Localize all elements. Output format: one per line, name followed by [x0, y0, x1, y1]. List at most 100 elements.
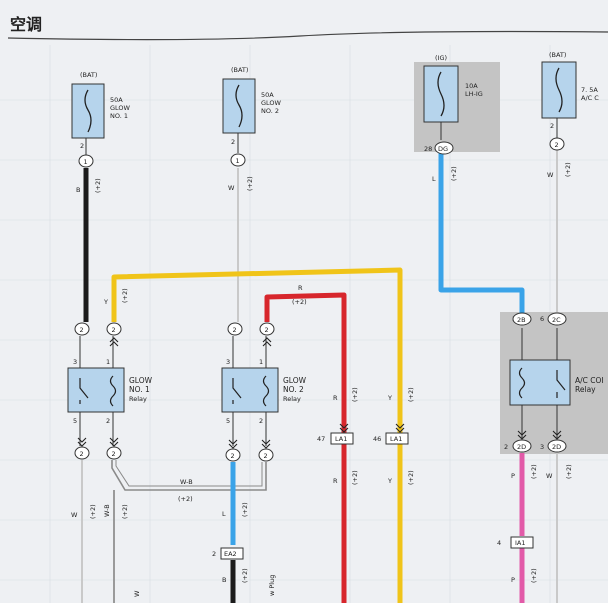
connector-label: 2 [112, 326, 116, 334]
connector-label: IA1 [515, 539, 526, 547]
wire-r1-wb2 [115, 460, 263, 487]
fuse-pin: 2 [231, 138, 235, 146]
wire-condition-label: (+2) [351, 387, 359, 402]
fuse-ac-bat: (BAT) 7. 5A A/C C 2 2 [541, 51, 599, 151]
relay-switch-icon [556, 370, 566, 398]
page-title: 空调 [10, 15, 42, 34]
wire-color-label: P [511, 576, 515, 584]
fuse-source: (BAT) [231, 66, 248, 74]
connector-label: 2D [552, 443, 561, 451]
wire-color-label: L [432, 175, 436, 183]
connector-ac-bot-r [547, 439, 567, 453]
relay-name: A/C COI [575, 376, 604, 385]
wire-r1-wb [111, 460, 267, 491]
connector-la1-red [330, 432, 354, 445]
wire-color-label: W [228, 184, 235, 192]
relay-glow-no1: GLOW NO. 1 Relay 3 1 5 2 [67, 358, 153, 425]
wire-condition-label: (+2) [407, 387, 415, 402]
connector-pin: 4 [497, 539, 501, 547]
fuse-pin: 2 [80, 142, 84, 150]
relay-pin: 5 [226, 417, 230, 425]
connector-ia1 [510, 536, 534, 549]
wire-color-label: B [76, 186, 80, 194]
connector-label: EA2 [224, 550, 237, 558]
connector-label: 2 [265, 326, 269, 334]
wire-color-label: Y [387, 477, 392, 485]
wire-color-label: P [511, 472, 515, 480]
fuse-element-icon [84, 89, 92, 133]
connector-label: 2B [517, 316, 526, 324]
chevron-down-icon [261, 439, 271, 449]
wire-color-label: R [333, 394, 338, 402]
fuse-pin: 28 [424, 145, 432, 153]
fuse-glow-no1: (BAT) 50A GLOW NO. 1 2 1 [71, 71, 131, 168]
connector-label: 2 [233, 326, 237, 334]
wire-color-label: R [333, 477, 338, 485]
connector-pin: 47 [317, 435, 325, 443]
relay-pin: 3 [73, 358, 77, 366]
connector-label: 2C [552, 316, 561, 324]
wire-condition-label: (+2) [565, 464, 573, 479]
wire-color-label: W [71, 511, 78, 519]
chevron-down-icon [228, 439, 238, 449]
relay-switch-icon [232, 378, 242, 404]
chevron-down-icon [395, 423, 405, 433]
relay-ac-coil: A/C COI Relay 1 6 2 3 [504, 315, 604, 451]
fuse-pin: 2 [550, 122, 554, 130]
wire-color-label: Y [103, 298, 108, 306]
fuse-number: NO. 2 [261, 107, 279, 115]
relay-type: Relay [575, 385, 596, 394]
fuse-connector [230, 153, 246, 167]
relay-pin: 2 [504, 443, 508, 451]
wire-red-r [264, 292, 347, 603]
fuse-source: (IG) [435, 54, 447, 62]
relay-number: NO. 2 [283, 385, 304, 394]
connector-ac-top-r [547, 312, 567, 326]
wire-condition-label: (+2) [530, 568, 538, 583]
wire-labels: B (+2) Y (+2) W (+2) L (+2) W (+2) R (+2… [71, 162, 573, 597]
wire-color-label: L [222, 510, 226, 518]
connectors: 2 2 2 2 2 2 2 2 2B 2C 2D 2D 47 LA1 46 LA… [74, 312, 567, 560]
fuse-connector-label: 1 [84, 158, 88, 166]
relay-pin: 3 [226, 358, 230, 366]
fuse-rating: 7. 5A [581, 86, 598, 94]
connector-label: 2 [80, 450, 84, 458]
wire-yellow-y [111, 267, 403, 603]
connector-label: LA1 [335, 435, 347, 443]
chevron-down-icon [339, 423, 349, 433]
wire-condition-label: (+2) [292, 298, 307, 306]
connector-r1-bot-r [106, 446, 122, 460]
wire-color-label: W [133, 590, 141, 597]
fuse-rating: 50A [261, 91, 274, 99]
relay-type: Relay [283, 395, 301, 403]
wire-condition-label: (+2) [89, 504, 97, 519]
chevron-down-icon [77, 437, 87, 447]
fuse-element-icon [555, 67, 563, 113]
fuse-number: NO. 1 [110, 112, 128, 120]
connector-r2-bot-l [225, 448, 241, 462]
relay-body [509, 359, 571, 406]
relay-coil-icon [518, 367, 526, 399]
relay-body [67, 367, 125, 413]
relay-pin: 1 [259, 358, 263, 366]
fuse-name: LH-IG [465, 90, 483, 98]
wire-color-label: Y [387, 394, 392, 402]
fuse-rating: 50A [110, 96, 123, 104]
fuse-connector [434, 141, 454, 155]
fuse-connector [549, 137, 565, 151]
relay-name: GLOW [129, 376, 153, 385]
wire-condition-label: (+2) [121, 504, 129, 519]
connector-label: 2 [231, 452, 235, 460]
chevron-down-icon [517, 430, 527, 440]
wire-condition-label: (+2) [530, 464, 538, 479]
relay-body [221, 367, 279, 413]
relay-pin: 1 [106, 358, 110, 366]
wire-condition-label: (+2) [246, 176, 254, 191]
relay-number: NO. 1 [129, 385, 150, 394]
wire-color-label: R [298, 284, 303, 292]
relay-pin: 2 [106, 417, 110, 425]
connector-label: 2 [80, 326, 84, 334]
fuse-rating: 10A [465, 82, 478, 90]
fuse-glow-no2: (BAT) 50A GLOW NO. 2 2 1 [222, 66, 282, 167]
